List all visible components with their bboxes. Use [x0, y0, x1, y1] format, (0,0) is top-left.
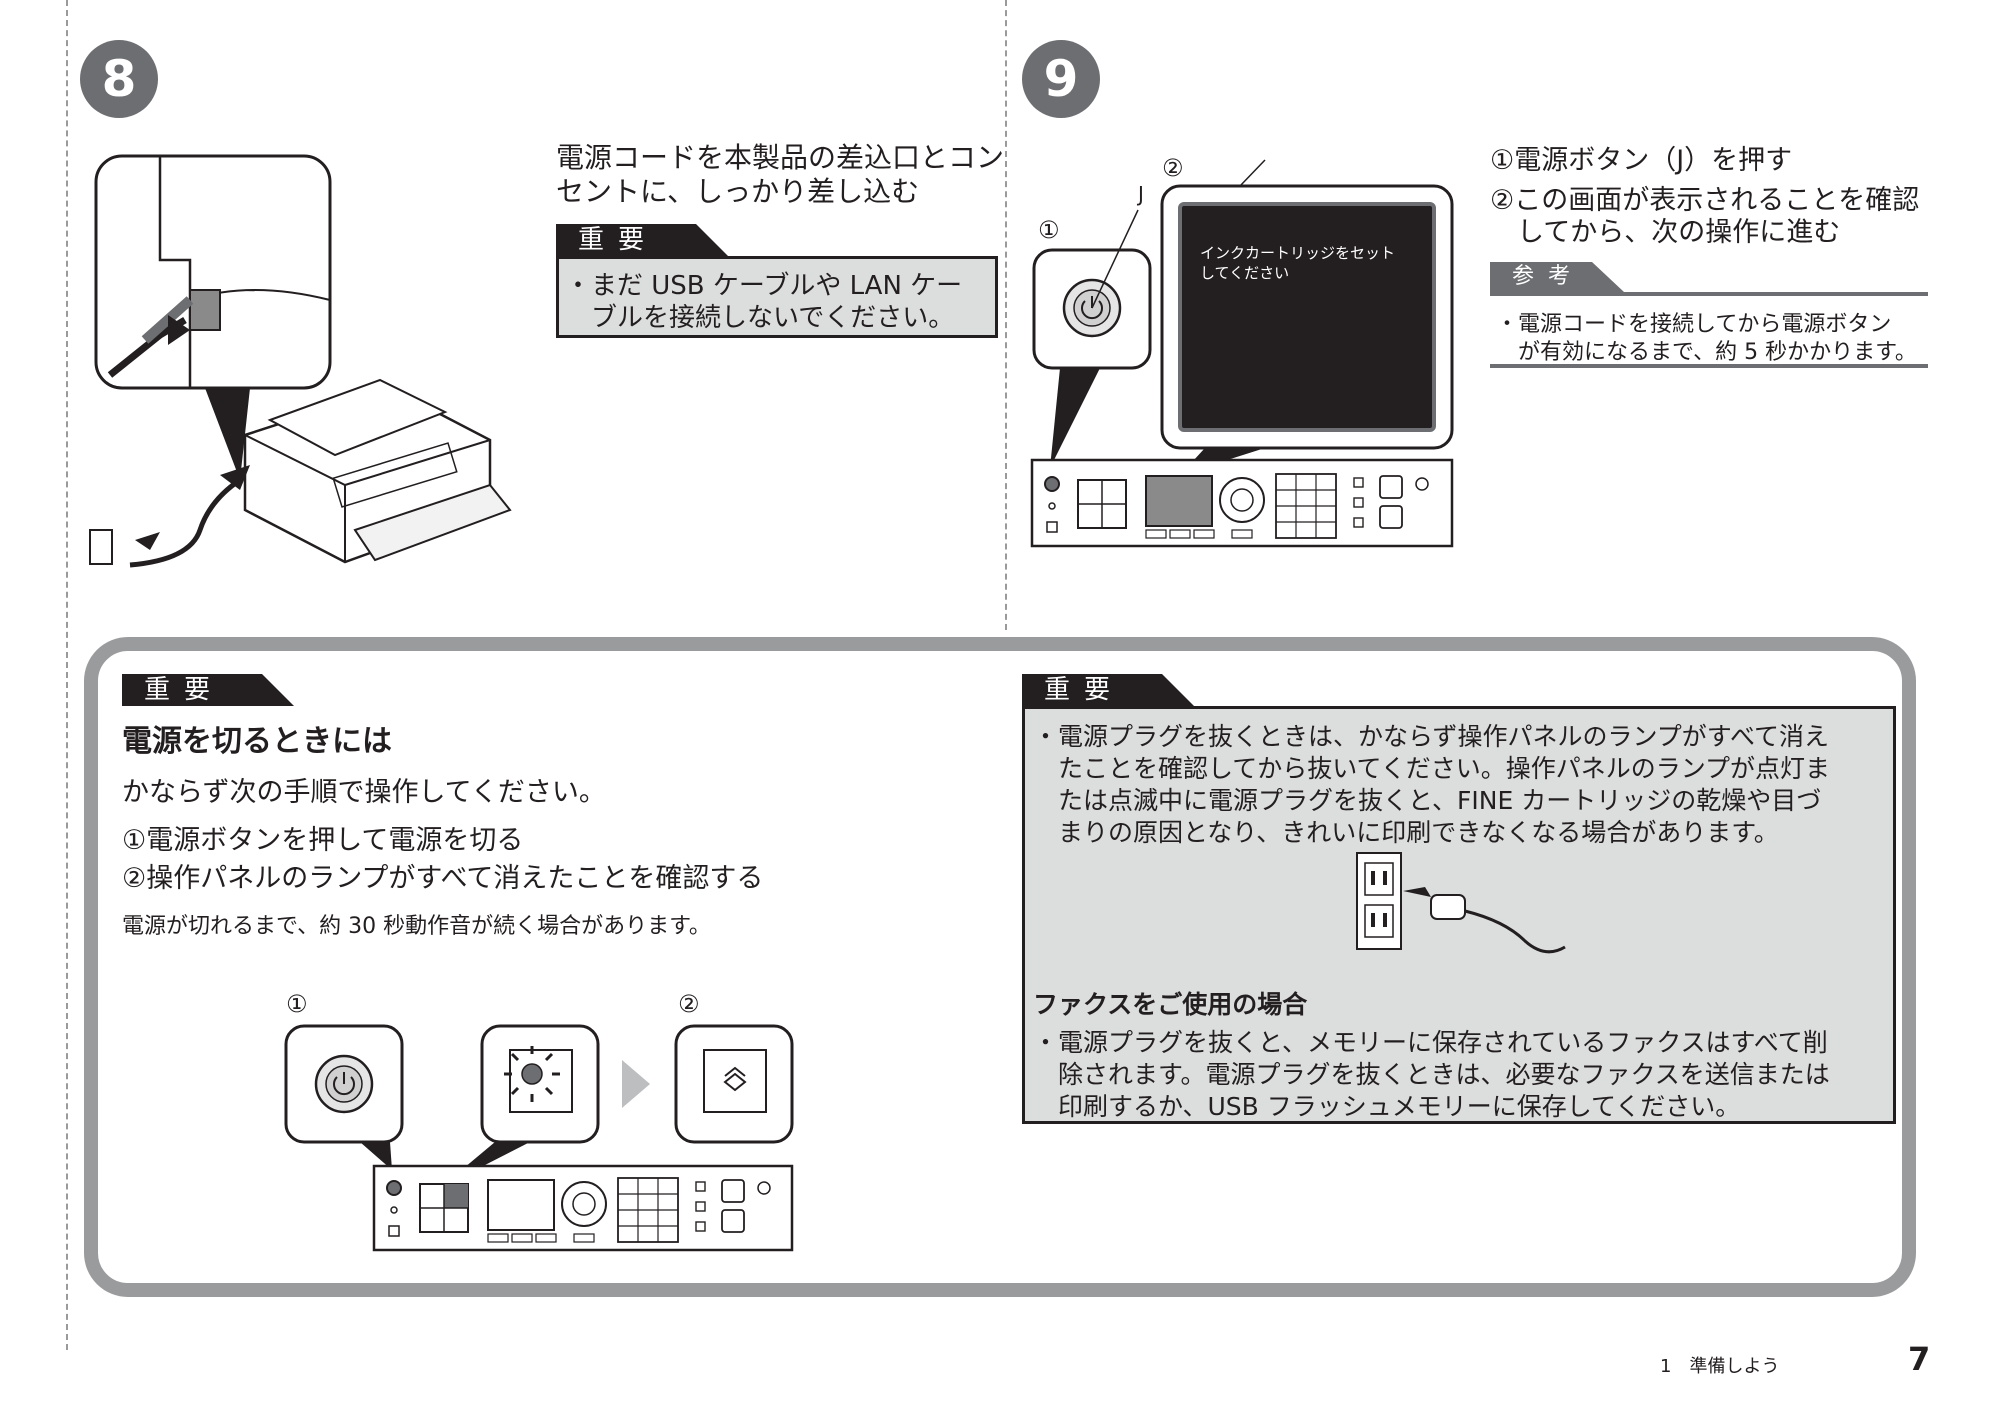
power-off-illustration: [284, 1024, 794, 1252]
step-8-important-line-1: ・まだ USB ケーブルや LAN ケー: [565, 271, 963, 301]
unplug-box: ・電源プラグを抜くときは、かならず操作パネルのランプがすべて消え たことを確認し…: [1022, 706, 1896, 1124]
footer-section-label: 1 準備しよう: [1660, 1356, 1780, 1377]
unplug-line-1: ・電源プラグを抜くときは、かならず操作パネルのランプがすべて消え: [1033, 722, 1830, 751]
step-9-note-rule-bottom: [1490, 364, 1928, 368]
fax-line-1: ・電源プラグを抜くと、メモリーに保存されているファクスはすべて削: [1033, 1028, 1828, 1057]
step-8-instruction-line-2: セントに、しっかり差し込む: [556, 175, 920, 208]
step-9-instruction-1: ①電源ボタン（J）を押す: [1490, 145, 1793, 176]
power-off-tag: 重要: [122, 674, 294, 706]
power-button-screen-illustration: [1030, 159, 1454, 548]
step-8-important-line-2: ブルを接続しないでください。: [565, 303, 955, 333]
power-off-callout-1: ①: [286, 990, 308, 1018]
step-8-instruction-line-1: 電源コードを本製品の差込口とコン: [556, 141, 1005, 174]
screen-message-line-1: インクカートリッジをセット: [1200, 244, 1396, 262]
outlet-plug-illustration: [1356, 852, 1566, 954]
page-number: 7: [1908, 1340, 1931, 1378]
step-9-note-line-2: が有効になるまで、約 5 秒かかります。: [1496, 340, 1917, 365]
fax-heading: ファクスをご使用の場合: [1033, 990, 1308, 1019]
unplug-line-2: たことを確認してから抜いてください。操作パネルのランプが点灯ま: [1033, 754, 1831, 783]
unplug-tag: 重要: [1022, 674, 1194, 706]
power-off-note: 電源が切れるまで、約 30 秒動作音が続く場合があります。: [122, 914, 711, 939]
step-9-number: 9: [1022, 40, 1100, 118]
step-9-callout-j: J: [1138, 182, 1144, 206]
power-off-step-2: ②操作パネルのランプがすべて消えたことを確認する: [122, 863, 764, 894]
power-off-intro: かならず次の手順で操作してください。: [122, 777, 606, 808]
step-9-callout-1: ①: [1038, 216, 1060, 244]
step-8-important-box: ・まだ USB ケーブルや LAN ケー ブルを接続しないでください。: [556, 256, 998, 338]
step-8-number: 8: [80, 40, 158, 118]
left-margin-dash: [66, 0, 68, 1350]
fax-line-2: 除されます。電源プラグを抜くときは、必要なファクスを送信または: [1033, 1060, 1830, 1089]
power-off-step-1: ①電源ボタンを押して電源を切る: [122, 825, 524, 856]
step-9-note-tag: 参考: [1490, 262, 1624, 292]
step-9-note-rule-top: [1490, 292, 1928, 296]
important-frame: [84, 637, 1916, 1297]
step-9-instruction-3: してから、次の操作に進む: [1490, 217, 1841, 248]
step-9-instruction-2: ②この画面が表示されることを確認: [1490, 185, 1920, 216]
power-off-heading: 電源を切るときには: [122, 724, 392, 759]
power-cord-illustration: [89, 154, 512, 568]
unplug-line-4: まりの原因となり、きれいに印刷できなくなる場合があります。: [1033, 818, 1779, 847]
screen-message-line-2: してください: [1200, 264, 1290, 282]
power-off-callout-2: ②: [678, 990, 700, 1018]
fax-line-3: 印刷するか、USB フラッシュメモリーに保存してください。: [1033, 1092, 1741, 1121]
step-9-note-line-1: ・電源コードを接続してから電源ボタン: [1496, 312, 1892, 337]
center-divider-dash: [1005, 0, 1007, 630]
step-8-important-tag: 重要: [556, 224, 728, 256]
step-9-callout-2: ②: [1162, 154, 1184, 182]
unplug-line-3: たは点滅中に電源プラグを抜くと、FINE カートリッジの乾燥や目づ: [1033, 786, 1822, 815]
